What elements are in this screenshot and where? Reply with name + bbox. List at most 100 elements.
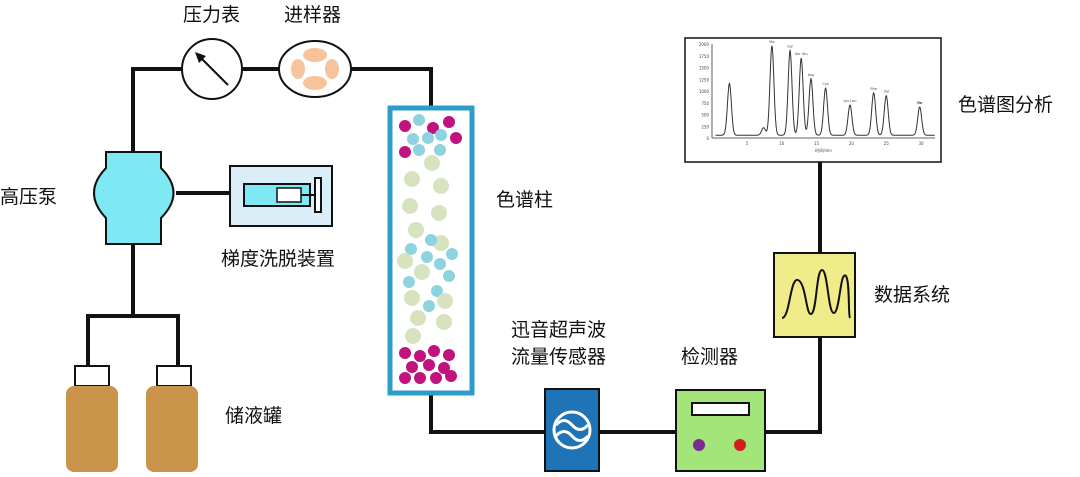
chromatogram-x-tick-label: 5 (746, 141, 749, 146)
pipe-lines (86, 67, 822, 434)
chromatogram-x-tick-label: 25 (884, 141, 890, 146)
column-bead (397, 253, 413, 269)
column-bead (403, 276, 415, 288)
column-bead (450, 132, 462, 144)
injector-lobe-top (303, 48, 327, 62)
pressure-gauge (181, 38, 243, 100)
chromatogram-peak-label: Lys Leu (844, 99, 857, 103)
pipe-column-to-sensor (429, 391, 547, 434)
column-bead (405, 243, 417, 255)
injector-lobe-left (291, 59, 305, 79)
column-bead (428, 345, 440, 357)
column-bead (414, 350, 426, 362)
label-flow-sensor-line2: 流量传感器 (511, 346, 607, 368)
column-bead (414, 372, 426, 384)
injector-lobe-bottom (303, 76, 327, 90)
chromatogram-trace (715, 45, 935, 136)
column-bead (413, 114, 425, 126)
column-bead (404, 290, 420, 306)
chromatogram-x-tick-label: 20 (849, 141, 855, 146)
column-bead (434, 258, 446, 270)
column-bead (435, 129, 447, 141)
sensor-logo-icon (552, 410, 592, 450)
column-bead (443, 270, 455, 282)
chromatogram-y-tick-label: 250 (701, 124, 709, 129)
bottle-cap-left (74, 365, 110, 387)
chromatogram-x-tick-label: 30 (919, 141, 925, 146)
column-bead (437, 293, 453, 309)
column-bead (443, 116, 455, 128)
column-bead (423, 359, 435, 371)
detector-display (691, 402, 750, 416)
chromatogram-y-tick-label: 0 (706, 136, 709, 141)
column-bead (408, 222, 424, 238)
chromatogram-peak-label: Gly (787, 45, 793, 49)
chromatogram-peak-label: Ser Glu (795, 52, 808, 56)
chromatogram-x-tick-label: 10 (779, 141, 785, 146)
column-bead (433, 235, 449, 251)
column-bead (443, 349, 455, 361)
chromatogram-x-label: 时间/min (815, 147, 832, 153)
column-bead (407, 133, 419, 145)
chromatogram-y-tick-label: 1250 (699, 77, 710, 82)
chromatogram-peak-label: Val (884, 90, 889, 94)
column-bead (431, 285, 443, 297)
injector (278, 40, 352, 98)
label-column: 色谱柱 (496, 189, 554, 211)
chromatogram-x-tick-label: 15 (814, 141, 820, 146)
label-flow-sensor-line1: 迅音超声波 (511, 319, 607, 341)
label-detector: 检测器 (681, 346, 739, 368)
pipe-injector-to-column (348, 67, 433, 110)
column-bead (404, 171, 420, 187)
chromatogram-y-tick-label: 500 (701, 113, 709, 118)
syringe-handle (314, 177, 322, 213)
column-bead (424, 155, 440, 171)
chromatogram-peak-label: Phe (870, 87, 876, 91)
chromatogram-y-tick-label: 2000 (699, 42, 710, 47)
chromatogram-axes (711, 44, 935, 139)
column-bead (433, 178, 449, 194)
column-bead (423, 300, 435, 312)
chromatogram-peak-label: Pro (917, 101, 923, 105)
chromatogram-peak-label: Asp (808, 73, 815, 77)
column-bead (446, 248, 458, 260)
column-bead (405, 328, 421, 344)
ultrasonic-flow-sensor (544, 388, 600, 472)
reservoir-bottle-left (66, 365, 118, 472)
bottle-cap-right (156, 365, 192, 387)
detector-knob-purple (693, 439, 705, 451)
column-bead (436, 314, 452, 330)
column-bead (402, 198, 418, 214)
column-bead (399, 146, 411, 158)
column-bead (425, 234, 437, 246)
bottle-body-right (146, 386, 198, 472)
chromatogram-peak-label: Ile (918, 101, 922, 105)
injector-lobe-right (325, 59, 339, 79)
column-bead (431, 205, 447, 221)
label-reservoir: 储液罐 (225, 405, 283, 427)
sensor-wave-icon (554, 419, 590, 442)
label-pressure-gauge: 压力表 (183, 4, 241, 26)
column-bead (421, 251, 433, 263)
gauge-needle-arrow-icon (195, 52, 206, 63)
data-system-wave-icon (781, 268, 851, 319)
chromatogram-peak-label: Ma (769, 40, 774, 44)
column-bead (406, 361, 418, 373)
chromatogram-y-tick-label: 1500 (699, 66, 710, 71)
column-bead (422, 132, 434, 144)
label-gradient-elution: 梯度洗脱装置 (221, 248, 336, 270)
label-high-pressure-pump: 高压泵 (0, 186, 58, 208)
chromatogram-peak-label: Cys (822, 82, 829, 86)
chromatogram-y-tick-label: 750 (701, 101, 709, 106)
data-system-body (773, 252, 856, 338)
pipe-detector-to-data (763, 335, 822, 434)
column-bead (410, 310, 426, 326)
high-pressure-pump (93, 151, 175, 245)
column-bead (445, 370, 457, 382)
column-bead (399, 372, 411, 384)
label-data-system: 数据系统 (874, 284, 951, 306)
detector (675, 389, 766, 472)
